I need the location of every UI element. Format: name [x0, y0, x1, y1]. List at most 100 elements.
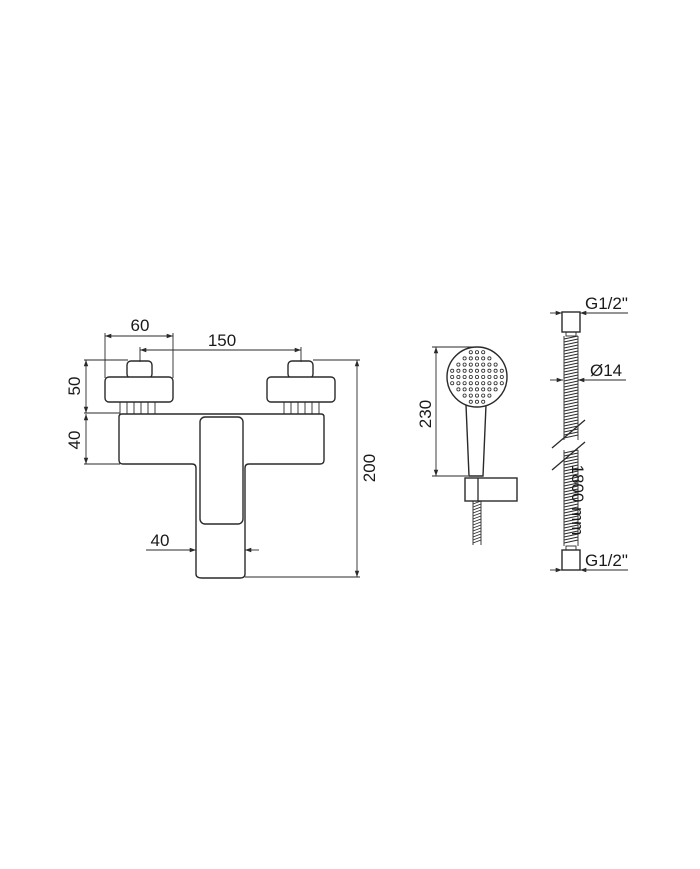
coil-winding: [563, 488, 579, 493]
coil-winding: [563, 335, 579, 340]
spray-hole: [487, 362, 492, 367]
dimension-spout-width: 40: [146, 531, 259, 553]
dimension-bottom-thread: G1/2": [550, 551, 628, 573]
coil-winding: [563, 500, 579, 505]
hose-drawing: G1/2" Ø14 1800 mm G1/2": [550, 294, 628, 573]
dim-label-150: 150: [208, 331, 236, 350]
coil-winding: [563, 413, 579, 418]
hose-top-nut: [561, 311, 581, 333]
dim-label-bottom-thread: G1/2": [585, 551, 628, 570]
spray-hole: [487, 381, 492, 386]
spray-hole: [474, 356, 479, 361]
coil-winding: [563, 428, 579, 433]
spray-hole: [499, 368, 504, 373]
spray-hole: [450, 381, 455, 386]
coil-winding: [472, 518, 482, 523]
spray-hole: [481, 393, 486, 398]
spray-hole: [493, 381, 498, 386]
hose-bottom-nut: [561, 549, 581, 571]
spray-hole: [493, 374, 498, 379]
spray-hole: [474, 350, 479, 355]
spray-hole: [481, 374, 486, 379]
coil-winding: [472, 539, 482, 544]
spray-hole: [487, 368, 492, 373]
spray-hole: [487, 393, 492, 398]
coil-winding: [472, 506, 482, 511]
coil-winding: [563, 374, 579, 379]
coil-winding: [563, 389, 579, 394]
coil-winding: [472, 533, 482, 538]
spray-hole: [468, 381, 473, 386]
spray-hole: [474, 362, 479, 367]
coil-winding: [563, 473, 579, 478]
spray-hole: [468, 387, 473, 392]
coil-winding: [563, 494, 579, 499]
coil-winding: [563, 359, 579, 364]
dim-label-40-body: 40: [65, 431, 84, 450]
dimension-knob-width: 60: [104, 316, 174, 378]
spray-hole: [468, 356, 473, 361]
spray-hole: [493, 362, 498, 367]
coil-winding: [563, 482, 579, 487]
spray-hole: [493, 368, 498, 373]
spray-hole: [474, 399, 479, 404]
coil-winding: [563, 521, 579, 526]
coil-winding: [563, 536, 579, 541]
dimension-total-height: 200: [245, 359, 379, 578]
spray-hole: [481, 381, 486, 386]
coil-winding: [563, 425, 579, 430]
hose-break-line: [551, 419, 586, 449]
spray-hole: [487, 387, 492, 392]
coil-winding: [563, 458, 579, 463]
spray-hole: [450, 368, 455, 373]
coil-winding: [563, 362, 579, 367]
mixer-drawing: 60 150 50 40 200: [65, 316, 379, 579]
coil-winding: [563, 461, 579, 466]
coil-winding: [563, 470, 579, 475]
coil-winding: [563, 380, 579, 385]
coil-winding: [563, 356, 579, 361]
dim-label-top-thread: G1/2": [585, 294, 628, 313]
spray-hole: [468, 368, 473, 373]
shower-handle: [465, 404, 487, 477]
spray-hole: [474, 368, 479, 373]
coil-winding: [563, 404, 579, 409]
coil-winding: [563, 338, 579, 343]
spray-hole: [468, 393, 473, 398]
coil-winding: [563, 527, 579, 532]
spray-hole: [462, 368, 467, 373]
coil-winding: [563, 512, 579, 517]
dim-label-diameter: Ø14: [590, 361, 622, 380]
dimension-centers: 150: [139, 331, 302, 362]
dim-label-60: 60: [131, 316, 150, 335]
coil-winding: [563, 383, 579, 388]
coil-winding: [563, 365, 579, 370]
coil-winding: [563, 371, 579, 376]
coil-winding: [563, 467, 579, 472]
dim-label-hose-length: 1800 mm: [568, 465, 587, 536]
coil-winding: [563, 422, 579, 427]
spray-hole: [474, 387, 479, 392]
coil-winding: [563, 539, 579, 544]
shower-hose-coil: [472, 500, 482, 545]
spray-hole: [481, 368, 486, 373]
spray-hole: [456, 387, 461, 392]
coil-winding: [563, 350, 579, 355]
spray-hole: [487, 356, 492, 361]
spray-hole: [456, 362, 461, 367]
coil-winding: [472, 503, 482, 508]
spray-hole: [462, 393, 467, 398]
dimension-body-height: 40: [65, 414, 120, 465]
dim-label-40-spout: 40: [151, 531, 170, 550]
hand-shower-drawing: 230: [416, 346, 518, 545]
coil-winding: [563, 485, 579, 490]
coil-winding: [563, 464, 579, 469]
spray-hole: [462, 356, 467, 361]
coil-winding: [563, 353, 579, 358]
hose-coil-upper: [563, 335, 579, 440]
spray-hole: [474, 393, 479, 398]
coil-winding: [563, 515, 579, 520]
coil-winding: [563, 431, 579, 436]
coil-winding: [563, 416, 579, 421]
spray-hole: [456, 368, 461, 373]
